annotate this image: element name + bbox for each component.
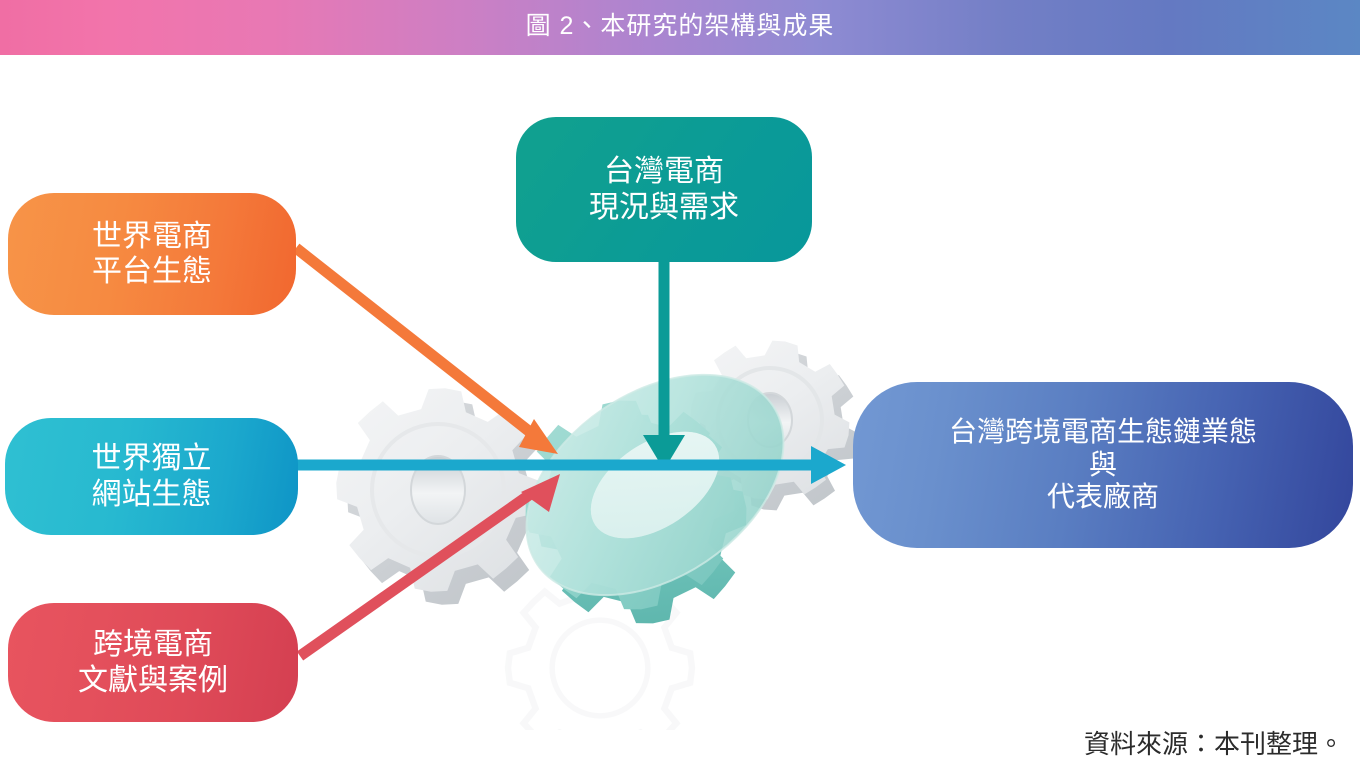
node-line-2: 現況與需求 bbox=[589, 190, 739, 224]
node-line-2: 網站生態 bbox=[91, 477, 212, 511]
node-taiwan-ecommerce-status[interactable]: 台灣電商 現況與需求 bbox=[516, 117, 812, 262]
title-bar: 圖 2、本研究的架構與成果 bbox=[0, 0, 1360, 55]
cyan-horizontal-arrow bbox=[290, 446, 846, 484]
node-outcome-ecosystem[interactable]: 台灣跨境電商生態鏈業態 與 代表廠商 bbox=[853, 382, 1353, 548]
node-line-3: 代表廠商 bbox=[1046, 481, 1159, 513]
node-world-ecommerce-platform[interactable]: 世界電商 平台生態 bbox=[8, 193, 296, 315]
node-line-2: 與 bbox=[1088, 448, 1117, 480]
page-title: 圖 2、本研究的架構與成果 bbox=[525, 12, 835, 40]
node-cross-border-literature[interactable]: 跨境電商 文獻與案例 bbox=[8, 603, 298, 722]
source-caption: 資料來源：本刊整理。 bbox=[1083, 730, 1344, 759]
node-line-1: 世界獨立 bbox=[91, 442, 212, 476]
teal-vertical-arrow bbox=[643, 258, 685, 470]
node-line-1: 跨境電商 bbox=[93, 628, 213, 662]
node-line-2: 平台生態 bbox=[92, 255, 212, 288]
node-world-independent-site[interactable]: 世界獨立 網站生態 bbox=[5, 418, 298, 535]
node-line-1: 世界電商 bbox=[92, 219, 212, 253]
node-line-1: 台灣跨境電商生態鏈業態 bbox=[948, 416, 1257, 448]
red-diagonal-arrow bbox=[296, 474, 560, 661]
gears-illustration bbox=[329, 326, 873, 730]
node-line-1: 台灣電商 bbox=[604, 155, 724, 189]
orange-diagonal-arrow bbox=[292, 243, 558, 454]
node-line-2: 文獻與案例 bbox=[78, 663, 228, 697]
